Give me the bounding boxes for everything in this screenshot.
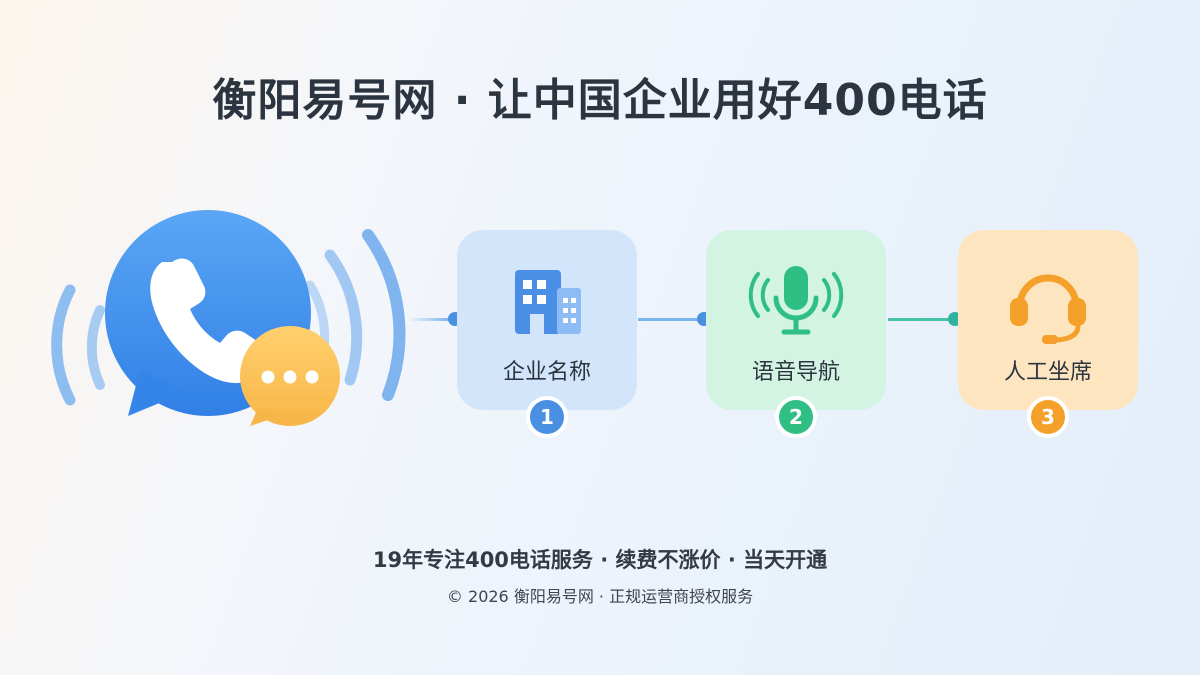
page-title: 衡阳易号网 · 让中国企业用好400电话 bbox=[212, 75, 988, 126]
step-card-voice-navigation: 语音导航 bbox=[706, 230, 886, 410]
phone-chat-icon bbox=[51, 210, 406, 426]
headset-icon bbox=[1010, 274, 1086, 344]
step-label: 企业名称 bbox=[502, 360, 591, 385]
step-label: 语音导航 bbox=[751, 360, 840, 385]
connector-hero bbox=[408, 318, 456, 321]
step-number-badge: 1 bbox=[526, 396, 568, 438]
step-number-badge: 2 bbox=[775, 396, 817, 438]
microphone-icon bbox=[748, 266, 844, 335]
step-card-company: 企业名称 bbox=[457, 230, 637, 410]
step-number-badge: 3 bbox=[1027, 396, 1069, 438]
step-card-agent: 人工坐席 bbox=[958, 230, 1138, 410]
footer-copyright: © 2026 衡阳易号网 · 正规运营商授权服务 bbox=[446, 587, 754, 606]
connector-1-2 bbox=[638, 318, 704, 321]
step-label: 人工坐席 bbox=[1003, 360, 1092, 385]
building-icon bbox=[515, 270, 581, 334]
connector-2-3 bbox=[888, 318, 956, 321]
tagline: 19年专注400电话服务 · 续费不涨价 · 当天开通 bbox=[372, 548, 828, 572]
